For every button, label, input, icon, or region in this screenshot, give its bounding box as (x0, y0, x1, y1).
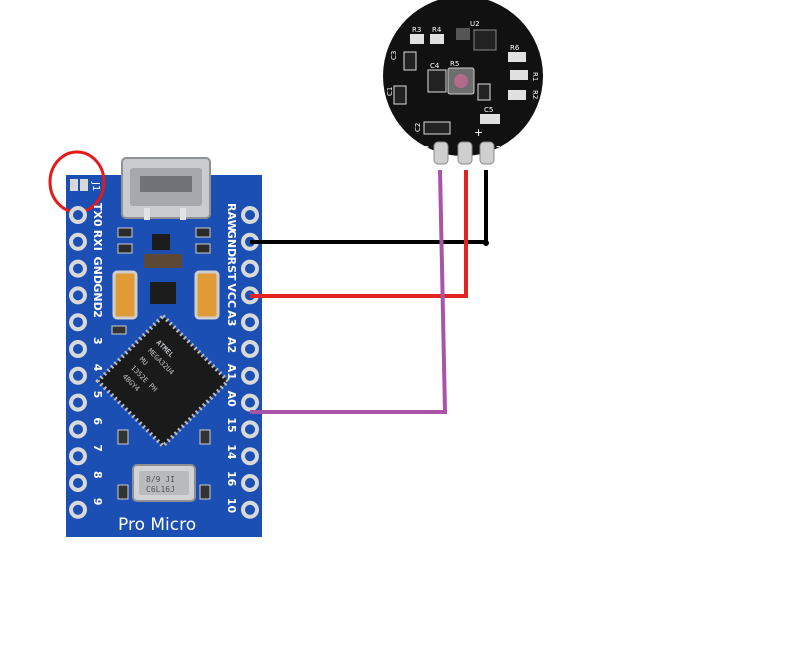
right-pin-pad (241, 259, 259, 278)
sensor-pin-plus: + (474, 126, 483, 139)
left-pin-pad (69, 286, 87, 305)
sensor-components (393, 28, 528, 135)
silk-u2: U2 (470, 20, 480, 28)
silk-c5: C5 (484, 106, 493, 114)
right-pin-label: A3 (225, 310, 238, 326)
left-pin-pad (69, 259, 87, 278)
left-pin-pad (69, 340, 87, 358)
left-pin-label: GND (91, 257, 104, 284)
board-name: Pro Micro (118, 515, 196, 535)
left-pin-pad (69, 447, 87, 466)
silk-r5: R5 (450, 60, 459, 68)
wire-gnd-joint (483, 240, 489, 246)
left-pin-pad (69, 206, 87, 224)
silk-r1: R1 (531, 72, 539, 81)
silk-c1: C1 (386, 87, 394, 96)
usb-connector (121, 157, 211, 220)
right-pin-label: A2 (225, 337, 238, 353)
pro-micro-board: J1 ATMEL MEGA32U4 M (48, 150, 262, 537)
crystal-line-2: C6L16J (146, 485, 175, 494)
right-pin-pad (241, 474, 259, 492)
j1-label: J1 (90, 181, 101, 191)
left-pin-label: TX0 (91, 203, 104, 227)
right-pin-pad (241, 340, 259, 358)
wire-gnd (250, 170, 488, 244)
silk-r4: R4 (432, 26, 442, 34)
left-pin-label: GND (91, 283, 104, 310)
right-pin-label: RAW (225, 203, 238, 232)
right-pin-label: 10 (225, 498, 238, 514)
pulse-sensor: R3 R4 U2 C3 C1 R6 R1 R2 R5 C4 C2 C5 S + … (383, 0, 543, 165)
silk-r6: R6 (510, 44, 520, 52)
silk-c2: C2 (414, 123, 422, 132)
sensor-pin-s: S (422, 144, 430, 158)
left-pin-label: 8 (91, 471, 104, 479)
right-pin-label: A1 (225, 364, 238, 380)
wire-a0 (250, 169, 448, 414)
right-pin-pad (241, 447, 259, 466)
left-pin-pad (69, 232, 87, 251)
smd-components (111, 227, 220, 500)
sensor-silk-labels: R3 R4 U2 C3 C1 R6 R1 R2 R5 C4 C2 C5 (386, 20, 539, 132)
sensor-pin-minus: - (496, 139, 500, 153)
chip-line-3: MU (138, 356, 150, 368)
left-pin-pad (69, 500, 87, 519)
left-pin-pad (69, 420, 87, 439)
right-pin-pad (241, 313, 259, 332)
left-pin-label: RXI (91, 230, 104, 251)
j1-jumper: J1 (66, 176, 101, 192)
left-pin-label: 2 (91, 310, 104, 318)
left-pin-label: 7 (91, 444, 104, 452)
right-pin-pad (241, 393, 259, 412)
wires (250, 169, 489, 414)
left-pin-pad (69, 366, 87, 385)
left-pin-pad (69, 313, 87, 332)
crystal: 8/9 JI C6L16J (132, 464, 196, 502)
right-pin-label: 15 (225, 417, 238, 432)
left-pin-label: 6 (91, 417, 104, 425)
right-pin-pad (241, 206, 259, 224)
right-pin-label: 16 (225, 471, 238, 487)
left-pin-label: 9 (91, 498, 104, 506)
right-pin-label: A0 (225, 391, 238, 408)
right-pin-pad (241, 420, 259, 439)
silk-c4: C4 (430, 62, 440, 70)
right-pin-pad (241, 366, 259, 385)
right-pin-label: RST (225, 257, 238, 281)
left-pin-label: 4 (91, 364, 104, 372)
left-pin-pad (69, 474, 87, 492)
silk-r3: R3 (412, 26, 421, 34)
left-pin-label: 5 (91, 391, 104, 399)
sensor-pins: S + - (422, 126, 500, 165)
silk-c3: C3 (390, 51, 398, 60)
right-pin-label: VCC (225, 283, 238, 308)
wire-vcc (250, 170, 468, 298)
crystal-line-1: 8/9 JI (146, 475, 175, 484)
right-pin-label: GND (225, 230, 238, 257)
left-pin-pad (69, 393, 87, 412)
left-pin-label: 3 (91, 337, 104, 345)
right-pin-label: 14 (225, 444, 238, 460)
silk-r2: R2 (531, 90, 539, 99)
right-pin-pad (241, 500, 259, 519)
